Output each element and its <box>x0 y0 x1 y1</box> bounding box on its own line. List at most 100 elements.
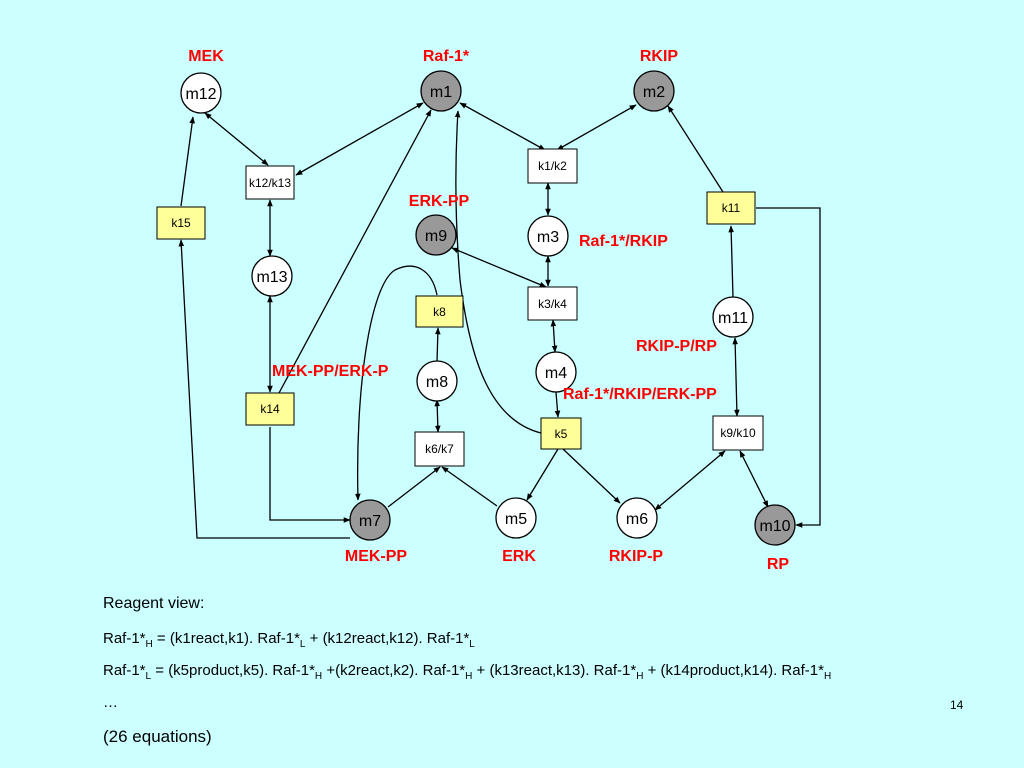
reagent-view-heading: Reagent view: <box>103 595 205 612</box>
box-k1k2-label: k1/k2 <box>538 159 567 173</box>
page-number: 14 <box>950 698 964 712</box>
eq1-sub: H <box>145 639 153 650</box>
eq1-part: Raf-1* <box>103 630 146 647</box>
edge-k3k4-m9 <box>451 247 547 288</box>
box-k8-label: k8 <box>433 305 446 319</box>
box-k11: k11 <box>706 191 756 225</box>
node-m12: m12 <box>180 72 222 114</box>
eq2-part: = (k5product,k5). Raf-1* <box>151 662 315 679</box>
edge-k5-m1 <box>454 110 542 434</box>
species-label-rkip: RKIP <box>640 48 679 65</box>
node-m2-label: m2 <box>643 84 665 101</box>
edge-m1-k12k13 <box>295 102 424 176</box>
species-label-mek: MEK <box>188 48 224 65</box>
node-m11-circle <box>712 296 754 338</box>
box-k6k7-label: k6/k7 <box>425 442 454 456</box>
edge-k14-m1 <box>278 109 432 394</box>
node-m11: m11 <box>712 296 754 338</box>
node-m10-label: m10 <box>759 518 790 535</box>
box-k5-label: k5 <box>555 427 568 441</box>
node-m8-label: m8 <box>426 374 448 391</box>
species-label-raf1rkip: Raf-1*/RKIP <box>579 233 668 250</box>
node-m4: m4 <box>535 351 577 393</box>
node-m3-circle <box>527 215 569 257</box>
edge-m6-k9k10 <box>654 450 726 511</box>
box-k9k10-label: k9/k10 <box>720 426 756 440</box>
node-m9-label: m9 <box>425 228 447 245</box>
ellipsis: … <box>103 694 118 711</box>
eq2-sub: H <box>823 671 832 682</box>
species-label-rkipp: RKIP-P <box>609 548 664 565</box>
node-m1: m1 <box>420 70 462 112</box>
node-m4-label: m4 <box>545 365 567 382</box>
species-label-raf1rkiperkpp: Raf-1*/RKIP/ERK-PP <box>563 386 717 403</box>
eq1-part: = (k1react,k1). Raf-1* <box>152 630 300 647</box>
edge-k3k4-m4 <box>550 319 558 353</box>
edge-k6k7-m8 <box>434 399 441 433</box>
eq2-part: + (k13react,k13). Raf-1* <box>472 662 637 679</box>
node-m7-label: m7 <box>359 513 381 530</box>
node-m10-circle <box>754 504 796 546</box>
box-k8-rect <box>415 295 464 328</box>
box-k5-rect <box>540 417 582 450</box>
node-m6-label: m6 <box>626 511 648 528</box>
node-m2-circle <box>633 70 675 112</box>
edge-m11-k11 <box>728 225 734 298</box>
node-m2: m2 <box>633 70 675 112</box>
box-k6k7-rect <box>414 431 465 467</box>
edge-k5-m5 <box>526 448 559 501</box>
node-m8: m8 <box>416 360 458 402</box>
edge-m7-k6k7 <box>387 466 441 508</box>
node-m8-circle <box>416 360 458 402</box>
node-m3: m3 <box>527 215 569 257</box>
node-m1-label: m1 <box>430 84 452 101</box>
edges <box>178 102 821 539</box>
node-m9: m9 <box>415 214 457 256</box>
eq1-sub: L <box>469 639 475 650</box>
node-m6-circle <box>616 497 658 539</box>
box-k12k13-rect <box>245 165 295 200</box>
node-m5: m5 <box>495 497 537 539</box>
edge-k15-m12 <box>180 116 195 207</box>
eq2-sub: H <box>465 671 473 682</box>
box-k3k4-rect <box>527 286 578 321</box>
box-k3k4: k3/k4 <box>527 286 578 321</box>
box-k12k13: k12/k13 <box>245 165 295 200</box>
species-label-rp: RP <box>767 556 790 573</box>
edge-k9k10-m11 <box>732 337 740 417</box>
species-label-mekpperkp: MEK-PP/ERK-P <box>272 363 389 380</box>
box-k15: k15 <box>156 206 206 240</box>
species-label-raf1: Raf-1* <box>423 48 470 65</box>
box-k15-rect <box>156 206 206 240</box>
edge-m12-k12k13 <box>204 112 269 166</box>
eq2-sub: H <box>314 671 323 682</box>
node-m6: m6 <box>616 497 658 539</box>
edge-k11-m10 <box>756 207 821 528</box>
box-k11-rect <box>706 191 756 225</box>
node-m9-circle <box>415 214 457 256</box>
edge-k5-m6 <box>562 448 621 504</box>
box-k1k2-rect <box>527 148 578 184</box>
box-k15-label: k15 <box>171 216 191 230</box>
node-m13: m13 <box>251 255 293 297</box>
species-label-erk: ERK <box>502 548 536 565</box>
species-label-rkipprp: RKIP-P/RP <box>636 338 717 355</box>
node-m5-label: m5 <box>505 511 527 528</box>
equation-1: Raf-1*H = (k1react,k1). Raf-1* L + (k12re… <box>103 630 475 650</box>
box-k14-rect <box>245 392 295 426</box>
eq1-part: + (k12react,k12). Raf-1* <box>305 630 470 647</box>
box-k9k10: k9/k10 <box>712 415 764 451</box>
edge-k11-m2 <box>667 105 724 193</box>
node-m13-label: m13 <box>256 269 287 286</box>
edge-m2-k1k2 <box>556 104 637 151</box>
box-k3k4-label: k3/k4 <box>538 297 567 311</box>
node-m4-circle <box>535 351 577 393</box>
box-k5: k5 <box>540 417 582 450</box>
eq2-sub: L <box>145 671 152 682</box>
equation-2: Raf-1*L = (k5product,k5). Raf-1*H +(k2re… <box>103 662 831 682</box>
box-k1k2: k1/k2 <box>527 148 578 184</box>
node-m12-circle <box>180 72 222 114</box>
edge-m8-k8 <box>435 327 441 363</box>
box-k8: k8 <box>415 295 464 328</box>
